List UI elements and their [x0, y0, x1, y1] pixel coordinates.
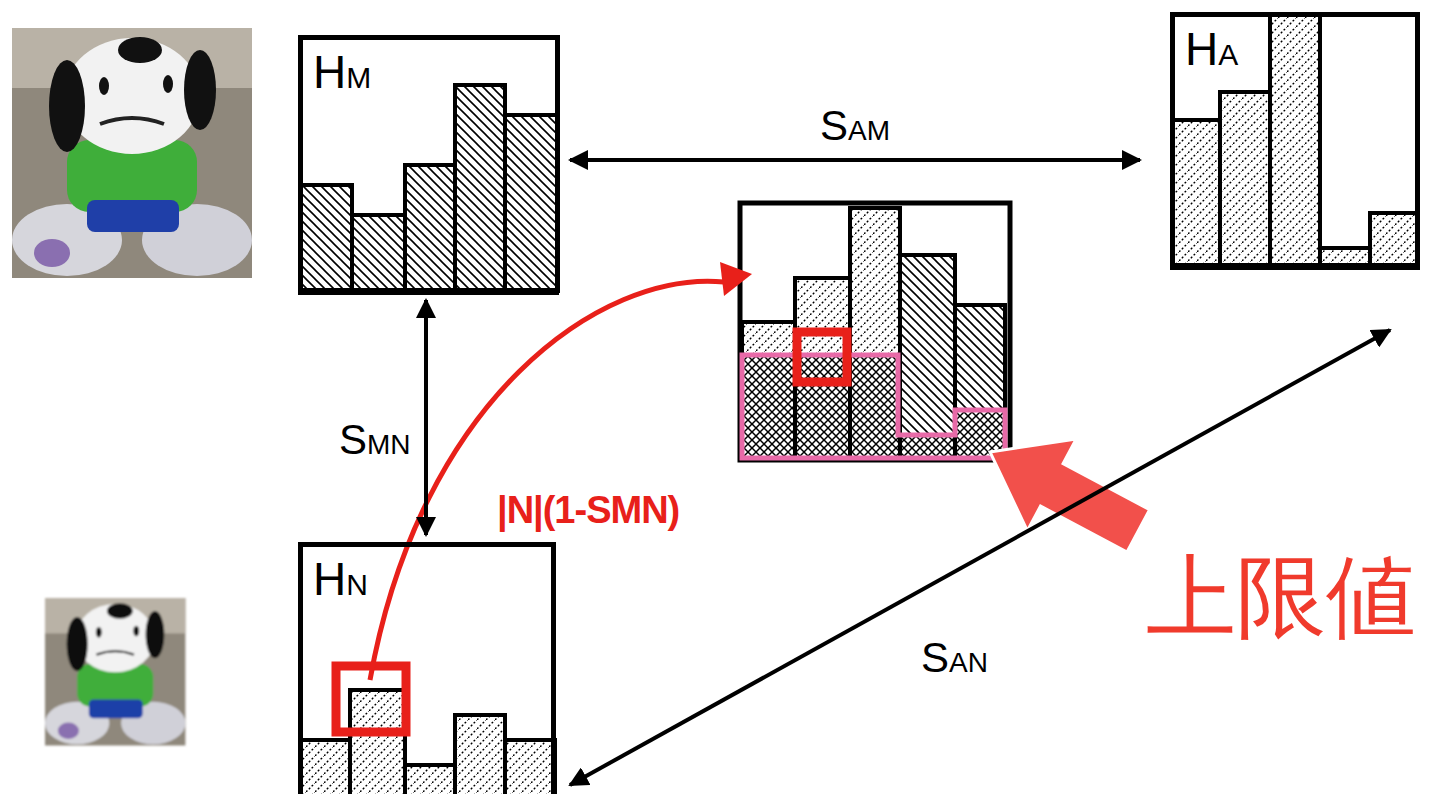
curve-arrowhead: [720, 262, 752, 296]
histogram-box: HN: [298, 542, 556, 794]
photo-small: [45, 598, 185, 746]
similarity-arrow: [424, 300, 428, 535]
histogram-name: HA: [1185, 25, 1238, 73]
histogram-box: HM: [298, 35, 560, 293]
formula-label: |N|(1-SMN): [497, 490, 679, 532]
upper-bound-label: 上限値: [1146, 550, 1416, 645]
similarity-label: SAM: [817, 104, 893, 148]
similarity-arrow: [570, 158, 1140, 162]
histogram-name: HM: [313, 48, 371, 96]
histogram-a: [1172, 15, 1418, 268]
histogram-box: HA: [1170, 12, 1420, 268]
photo-large: [12, 28, 252, 278]
transfer-curve: [370, 281, 724, 680]
similarity-label: SMN: [336, 418, 414, 462]
combined-histogram: [740, 203, 1010, 460]
histogram-m: [300, 85, 557, 293]
upper-bound-outline: [742, 355, 1005, 458]
highlight-square: [797, 332, 847, 382]
similarity-label: SAN: [918, 636, 991, 680]
histogram-name: HN: [313, 555, 368, 603]
